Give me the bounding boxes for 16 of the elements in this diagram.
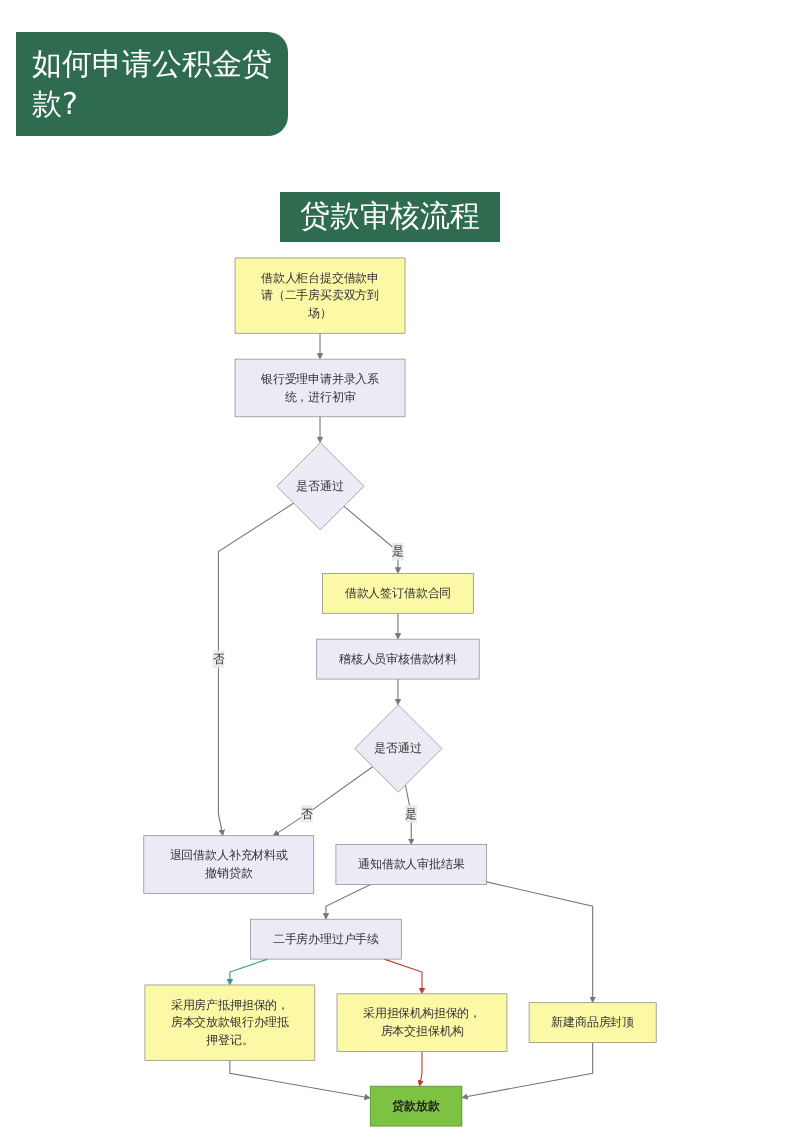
section-heading: 贷款审核流程 bbox=[280, 192, 500, 242]
arrow bbox=[486, 881, 596, 1003]
arrow bbox=[461, 1042, 594, 1100]
arrow bbox=[394, 612, 402, 640]
arrow bbox=[229, 1059, 371, 1101]
arrow bbox=[343, 505, 402, 574]
arrow bbox=[217, 502, 295, 836]
title-banner: 如何申请公积金贷款? bbox=[16, 32, 288, 136]
arrow bbox=[417, 1050, 424, 1087]
arrow bbox=[316, 416, 324, 443]
arrow bbox=[316, 332, 324, 360]
arrow bbox=[272, 766, 374, 836]
arrow bbox=[322, 883, 372, 920]
arrow bbox=[383, 958, 426, 995]
arrow bbox=[226, 958, 269, 986]
arrow bbox=[394, 678, 402, 706]
